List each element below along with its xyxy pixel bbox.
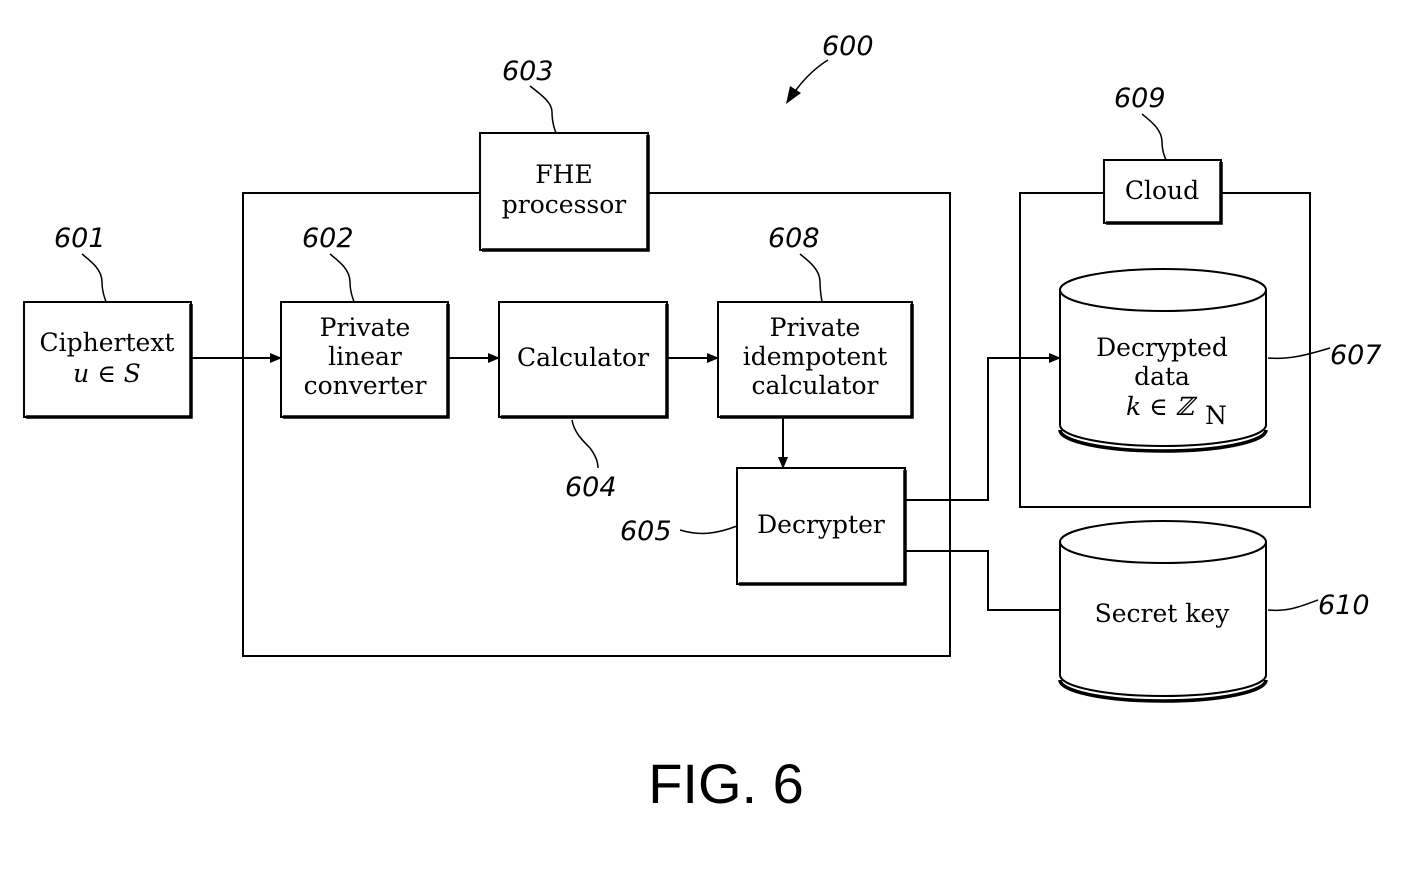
converter-label-1: Private [320, 313, 411, 342]
ciphertext-math: u ∈ S [73, 359, 141, 388]
decrypted-label-2: data [1134, 362, 1190, 391]
figure-ref-600: 600 [822, 31, 874, 62]
leader-609 [1141, 113, 1167, 161]
figure-caption: FIG. 6 [648, 752, 804, 815]
leader-603 [529, 85, 557, 134]
ciphertext-label: Ciphertext [40, 328, 175, 357]
leader-605 [679, 525, 738, 535]
decrypted-math: k ∈ ℤ [1126, 392, 1198, 421]
cloud-box: Cloud [1103, 159, 1223, 225]
leader-607 [1267, 347, 1331, 360]
ref-601: 601 [54, 223, 106, 254]
idempotent-label-3: calculator [752, 371, 879, 400]
fhe-processor-frame [242, 192, 951, 657]
ref-610: 610 [1318, 590, 1370, 621]
figure-ref-arrow [795, 59, 829, 91]
fhe-processor-label-1: FHE [535, 160, 592, 189]
decrypted-label-1: Decrypted [1096, 333, 1228, 362]
ref-608: 608 [768, 223, 820, 254]
ref-607: 607 [1330, 340, 1382, 371]
calculator-label: Calculator [517, 343, 649, 372]
leader-608 [799, 253, 823, 303]
decrypted-data-cylinder: Decrypted data k ∈ ℤ N [1058, 268, 1268, 453]
ref-602: 602 [302, 223, 354, 254]
private-idempotent-calculator-box: Private idempotent calculator [717, 301, 914, 419]
leader-601 [81, 253, 107, 303]
arrow-decrypter-to-decrypted-data [905, 353, 1061, 501]
ciphertext-box: Ciphertext u ∈ S [23, 301, 193, 419]
line-decrypter-to-secret-key [905, 550, 1060, 611]
secret-key-label: Secret key [1095, 599, 1231, 628]
converter-label-3: converter [304, 371, 427, 400]
ref-605: 605 [620, 516, 672, 547]
fhe-processor-label-2: processor [502, 190, 627, 219]
secret-key-cylinder: Secret key [1058, 520, 1268, 703]
ref-609: 609 [1114, 83, 1166, 114]
ref-604: 604 [565, 472, 617, 503]
leader-604 [571, 419, 599, 469]
idempotent-label-1: Private [770, 313, 861, 342]
private-linear-converter-box: Private linear converter [280, 301, 450, 419]
idempotent-label-2: idempotent [743, 342, 888, 371]
converter-label-2: linear [328, 342, 402, 371]
decrypted-math-subscript: N [1205, 401, 1227, 430]
leader-602 [329, 253, 355, 303]
decrypter-label: Decrypter [757, 510, 885, 539]
calculator-box: Calculator [498, 301, 669, 419]
fhe-processor-box: FHE processor [479, 132, 650, 252]
figure-ref-arrowhead [786, 86, 801, 104]
decrypter-box: Decrypter [736, 467, 907, 586]
cloud-label: Cloud [1125, 176, 1199, 205]
ref-603: 603 [502, 56, 554, 87]
leader-610 [1267, 599, 1319, 612]
